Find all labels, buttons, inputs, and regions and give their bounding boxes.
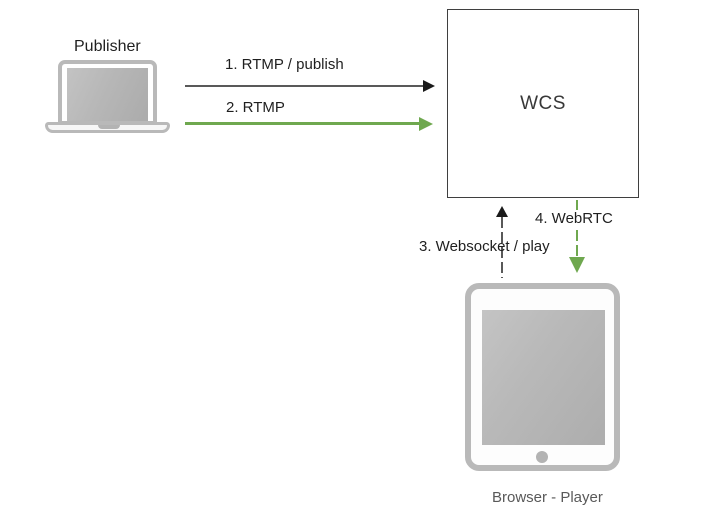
arrow3-label: 3. Websocket / play: [419, 238, 550, 255]
laptop-hinge-nub: [98, 125, 120, 129]
arrow4-label: 4. WebRTC: [533, 210, 615, 227]
wcs-label: WCS: [520, 92, 566, 114]
arrow1-head-icon: [423, 80, 435, 92]
tablet-icon: [465, 283, 620, 471]
arrow4-head-icon: [569, 257, 585, 273]
laptop-base: [45, 122, 170, 133]
arrow2-head-icon: [419, 117, 433, 131]
wcs-server-box: WCS: [447, 9, 639, 198]
publisher-label: Publisher: [74, 38, 141, 55]
arrow2-line: [185, 122, 419, 125]
browser-player-label: Browser - Player: [492, 489, 603, 506]
arrow1-line: [185, 85, 423, 87]
laptop-icon: [45, 58, 170, 134]
arrow4-line: [576, 200, 578, 258]
laptop-screen: [67, 68, 148, 121]
tablet-screen: [482, 310, 605, 445]
arrow3-line: [501, 217, 503, 278]
arrow3-head-icon: [496, 206, 508, 217]
arrow1-label: 1. RTMP / publish: [225, 56, 344, 73]
laptop-lid: [58, 60, 157, 125]
tablet-home-button-icon: [536, 451, 548, 463]
arrow2-label: 2. RTMP: [226, 99, 285, 116]
